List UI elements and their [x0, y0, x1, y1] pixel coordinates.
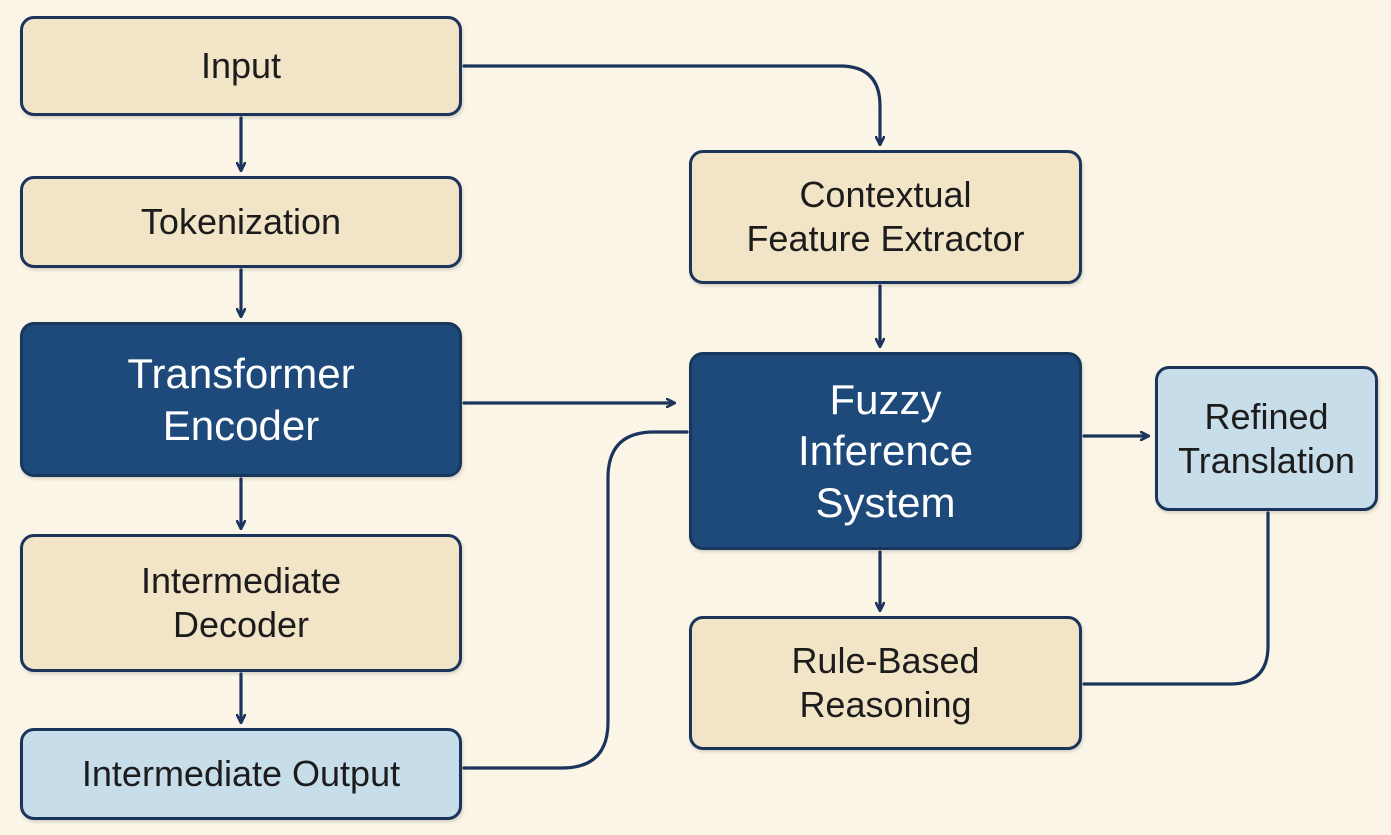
fuzzy-inference-system-box: Fuzzy Inference System [689, 352, 1082, 550]
refined-translation-box: Refined Translation [1155, 366, 1378, 511]
contextual-feature-extractor-label-line-1: Contextual [799, 174, 972, 216]
intermediate-output-label: Intermediate Output [81, 753, 401, 795]
refined-translation-label-line-2: Translation [1178, 439, 1355, 481]
edge-rule-based-reasoning-to-refined-translation [1082, 511, 1270, 686]
input-label: Input [200, 45, 282, 87]
rule-based-reasoning-label-line-1: Rule-Based [791, 640, 980, 682]
transformer-encoder-label-line-1: Transformer [127, 350, 355, 398]
input-box: Input [20, 16, 462, 116]
contextual-feature-extractor-label-line-2: Feature Extractor [746, 218, 1025, 259]
tokenization-label: Tokenization [140, 201, 342, 243]
edge-input-to-contextual-feature-extractor [462, 64, 880, 144]
intermediate-decoder-label-line-1: Intermediate [140, 560, 342, 602]
transformer-encoder-label-line-2: Encoder [162, 401, 320, 449]
refined-translation-label-line-1: Refined [1204, 395, 1329, 437]
intermediate-decoder-box: Intermediate Decoder [20, 534, 462, 672]
intermediate-decoder-label-line-2: Decoder [172, 604, 310, 645]
intermediate-output-box: Intermediate Output [20, 728, 462, 820]
tokenization-box: Tokenization [20, 176, 462, 268]
fuzzy-inference-system-label-line-2: Inference [797, 427, 974, 475]
contextual-feature-extractor-box: Contextual Feature Extractor [689, 150, 1082, 284]
fuzzy-inference-system-label-line-3: System [815, 478, 956, 526]
rule-based-reasoning-label-line-2: Reasoning [799, 684, 972, 725]
transformer-encoder-box: Transformer Encoder [20, 322, 462, 477]
edge-intermediate-output-to-fuzzy-inference-system [462, 430, 689, 770]
rule-based-reasoning-box: Rule-Based Reasoning [689, 616, 1082, 750]
fuzzy-inference-system-label-line-1: Fuzzy [829, 376, 942, 424]
